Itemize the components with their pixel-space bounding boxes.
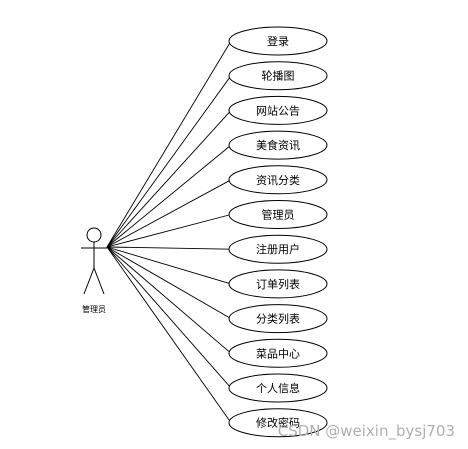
use-case-label: 修改密码 — [256, 416, 300, 430]
association-line — [106, 75, 232, 248]
use-case-list: 登录轮播图网站公告美食资讯资讯分类管理员注册用户订单列表分类列表菜品中心个人信息… — [228, 26, 328, 438]
use-case: 订单列表 — [228, 269, 328, 299]
use-case-ellipse — [228, 234, 328, 264]
association-line — [106, 40, 232, 248]
use-case: 美食资讯 — [228, 130, 328, 160]
use-case-ellipse — [228, 26, 328, 56]
association-line — [106, 246, 232, 319]
use-case-label: 管理员 — [262, 208, 295, 222]
association-line — [106, 110, 232, 248]
use-case: 注册用户 — [228, 234, 328, 264]
use-case: 管理员 — [228, 200, 328, 229]
use-case-ellipse — [228, 200, 328, 229]
use-case-ellipse — [228, 304, 328, 334]
use-case-ellipse — [228, 408, 328, 438]
use-case-label: 资讯分类 — [256, 173, 300, 187]
use-case: 资讯分类 — [228, 165, 328, 195]
use-case-label: 订单列表 — [256, 277, 300, 291]
association-line — [106, 246, 232, 389]
actor-label: 管理员 — [82, 304, 106, 314]
use-case-ellipse — [228, 95, 328, 125]
use-case-ellipse — [228, 61, 328, 91]
use-case-label: 轮播图 — [262, 69, 295, 83]
association-line — [106, 179, 232, 248]
use-case: 轮播图 — [228, 61, 328, 91]
use-case-label: 美食资讯 — [256, 138, 300, 152]
actor-left-leg — [83, 267, 95, 295]
use-case: 分类列表 — [228, 304, 328, 334]
association-line — [106, 246, 232, 250]
use-case: 登录 — [228, 26, 328, 56]
use-case-ellipse — [228, 338, 328, 368]
association-line — [106, 246, 232, 423]
use-case-label: 个人信息 — [256, 381, 300, 395]
actor-head — [86, 227, 102, 243]
use-case-label: 菜品中心 — [256, 347, 300, 360]
use-case-label: 注册用户 — [256, 242, 300, 256]
actor: 管理员 — [81, 227, 107, 314]
use-case: 菜品中心 — [228, 338, 328, 368]
association-line — [106, 246, 232, 285]
association-lines — [106, 40, 232, 423]
watermark: CSDN @weixin_bysj703 — [278, 422, 455, 441]
use-case-label: 登录 — [267, 34, 289, 48]
actor-right-leg — [93, 267, 105, 295]
use-case: 个人信息 — [228, 373, 328, 403]
use-case: 修改密码 — [228, 408, 328, 438]
association-line — [106, 144, 232, 248]
use-case-label: 分类列表 — [256, 312, 300, 326]
use-case-ellipse — [228, 165, 328, 195]
use-case-ellipse — [228, 130, 328, 160]
use-case-ellipse — [228, 373, 328, 403]
use-case: 网站公告 — [228, 95, 328, 125]
association-line — [106, 214, 232, 248]
use-case-ellipse — [228, 269, 328, 299]
association-line — [106, 246, 232, 354]
use-case-label: 网站公告 — [256, 103, 300, 117]
